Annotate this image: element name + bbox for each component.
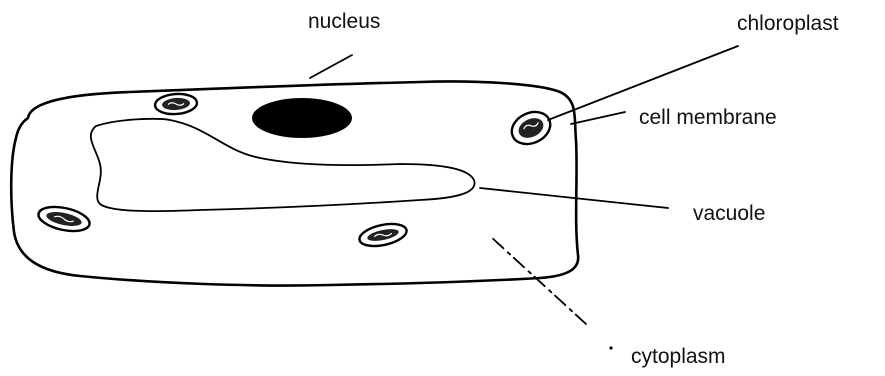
chloroplast-label: chloroplast [737, 12, 839, 35]
chloroplast-right [507, 106, 556, 150]
chloroplast-top-left [154, 93, 197, 116]
nucleus [252, 98, 352, 138]
chloroplast-bottom-middle [357, 220, 408, 250]
nucleus-leader-line [310, 55, 352, 78]
cytoplasm-leader-dot [609, 346, 612, 349]
cytoplasm-label: cytoplasm [631, 345, 726, 368]
vacuole-leader-line [480, 188, 668, 208]
nucleus-label: nucleus [308, 10, 380, 33]
chloroplast-bottom-left [36, 203, 91, 235]
cell-membrane-leader-line [571, 112, 625, 124]
vacuole-label: vacuole [693, 202, 765, 225]
cell-membrane-label: cell membrane [639, 106, 777, 129]
